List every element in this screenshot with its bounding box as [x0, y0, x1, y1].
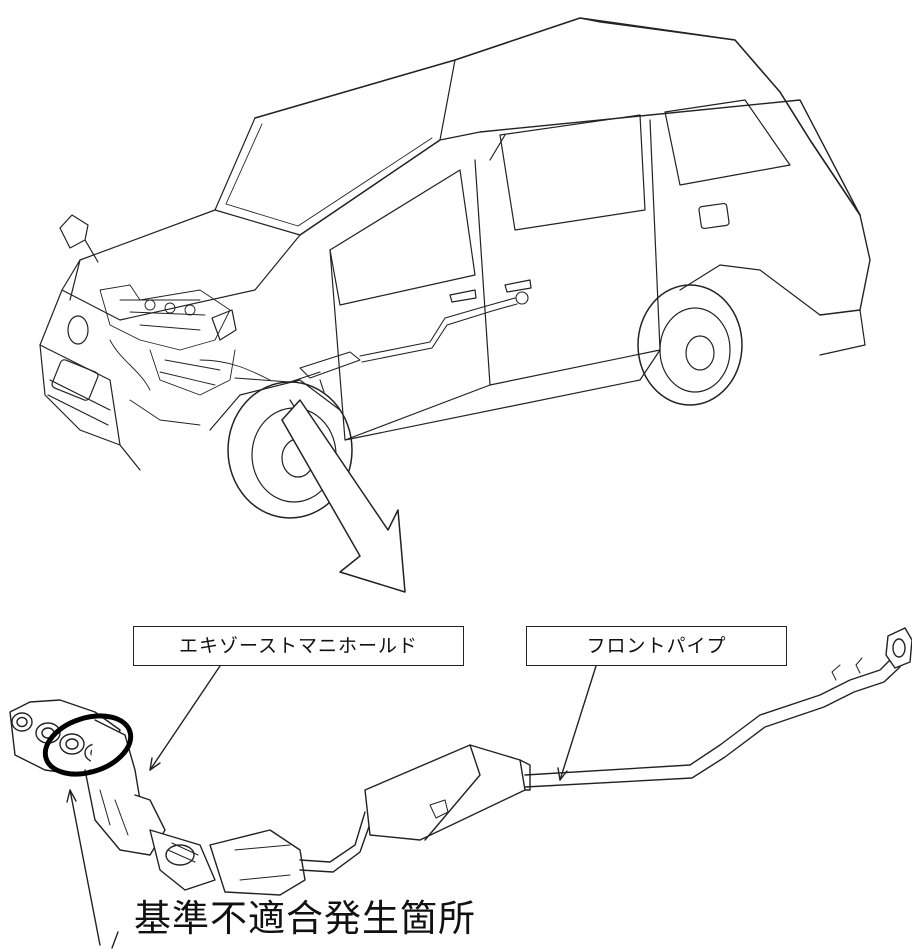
vehicle-illustration — [39, 17, 871, 519]
zoom-arrow — [281, 399, 406, 593]
leader-lines — [66, 665, 597, 949]
front-pipe-label: フロントパイプ — [526, 626, 787, 666]
defect-location-label: 基準不適合発生箇所 — [134, 897, 476, 940]
exhaust-manifold-label: エキゾーストマニホールド — [133, 626, 464, 666]
defect-highlight-circle — [42, 713, 134, 777]
exhaust-assembly — [9, 627, 912, 896]
